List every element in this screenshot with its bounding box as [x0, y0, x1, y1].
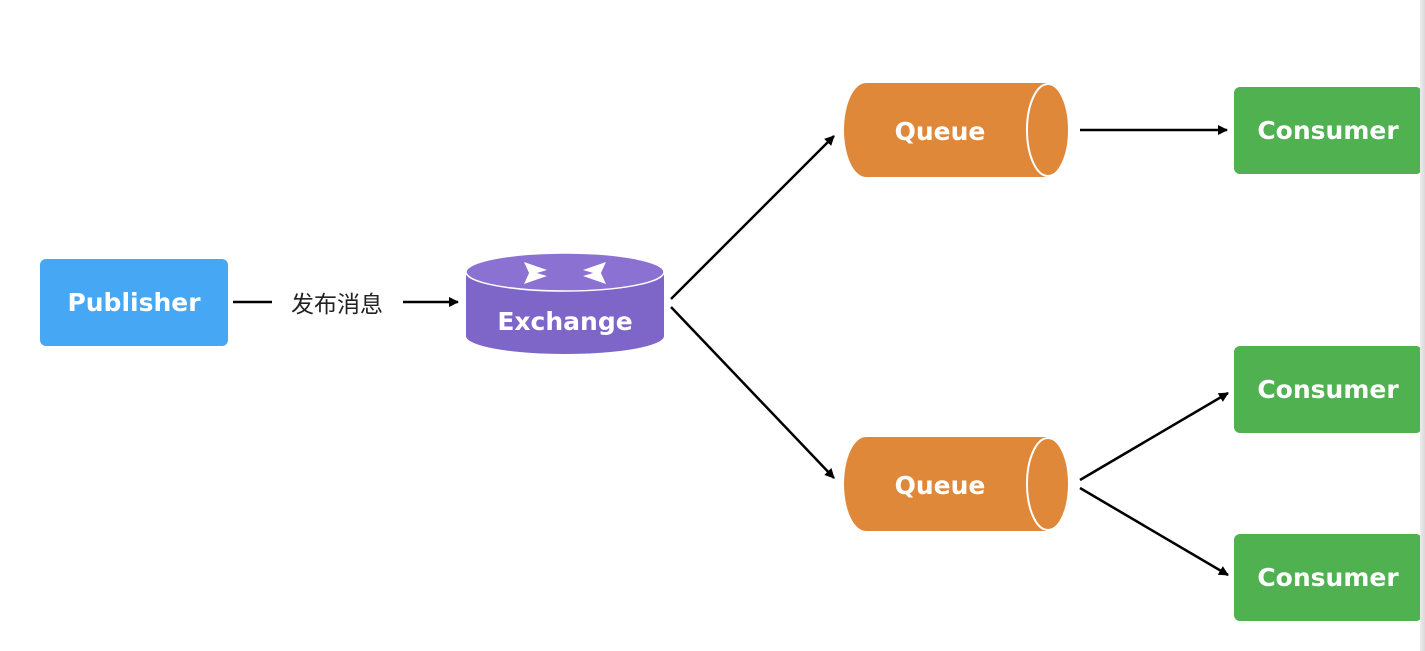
consumer-2-label: Consumer [1257, 375, 1399, 404]
consumer-node-3: Consumer [1234, 534, 1422, 621]
publisher-node: Publisher [40, 259, 228, 346]
queue-node-2: Queue [844, 437, 1070, 531]
queue-1-end [1026, 83, 1070, 177]
exchange-top [465, 252, 665, 292]
edge-queue-2-to-consumer-2 [1079, 391, 1229, 482]
exchange-arrows-icon [524, 262, 606, 284]
consumer-node-2: Consumer [1234, 346, 1422, 433]
queue-1-label: Queue [895, 117, 986, 146]
consumer-3-label: Consumer [1257, 563, 1399, 592]
queue-2-end [1026, 437, 1070, 531]
publisher-label: Publisher [67, 288, 201, 317]
consumer-node-1: Consumer [1234, 87, 1422, 174]
queue-2-body [844, 437, 1048, 531]
queue-node-1: Queue [844, 83, 1070, 177]
exchange-body [466, 272, 664, 354]
exchange-label: Exchange [497, 307, 632, 336]
publish-edge-label: 发布消息 [291, 292, 383, 318]
exchange-node: Exchange [465, 252, 665, 354]
queue-1-body [844, 83, 1048, 177]
consumer-1-label: Consumer [1257, 116, 1399, 145]
window-edge [1420, 0, 1425, 651]
edge-queue-2-to-consumer-3 [1079, 486, 1229, 577]
edge-exchange-to-queue-1 [670, 135, 835, 300]
edge-exchange-to-queue-2 [670, 306, 835, 479]
queue-2-label: Queue [895, 471, 986, 500]
